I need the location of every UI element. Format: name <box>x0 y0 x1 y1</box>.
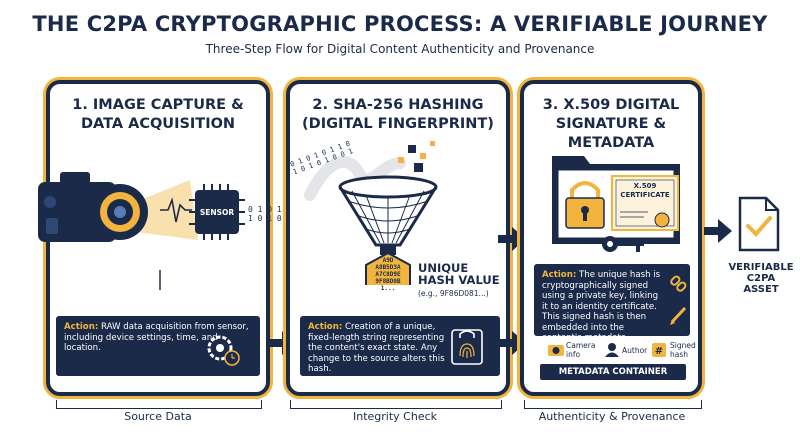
asset-label-line1: VERIFIABLE <box>728 262 794 273</box>
step-2-action-box: Action: Creation of a unique, fixed-leng… <box>300 316 500 376</box>
step-2-title: 2. SHA-256 HASHING (DIGITAL FINGERPRINT) <box>290 96 506 134</box>
hash-label-line2: HASH VALUE <box>418 273 500 287</box>
author-icon <box>605 343 619 357</box>
camera-sensor-illustration <box>38 172 245 290</box>
hex-line-3: A7C8D9E <box>375 271 401 278</box>
step-1-title: 1. IMAGE CAPTURE & DATA ACQUISITION <box>50 96 266 134</box>
step-3-footer: Authenticity & Provenance <box>538 410 686 423</box>
link-pen-icons <box>670 275 687 325</box>
asset-label: VERIFIABLE C2PA ASSET <box>726 262 796 295</box>
certificate-icon <box>611 175 679 231</box>
lock-icon <box>565 181 605 229</box>
data-blocks-icon <box>398 141 435 172</box>
hex-line-4: 9F8BD0B <box>375 278 401 285</box>
hex-line-1: A9D <box>382 257 394 264</box>
fingerprint-lock-icon <box>451 329 483 365</box>
hashing-funnel-illustration <box>304 141 438 285</box>
signal-wave <box>160 197 192 223</box>
hash-label-line1: UNIQUE <box>418 261 469 275</box>
gear-clock-icon <box>207 335 240 366</box>
meta-camera-info: Camera info <box>566 341 596 359</box>
step-1-action-box: Action: RAW data acquisition from sensor… <box>56 316 260 376</box>
step-1-footer: Source Data <box>124 410 192 423</box>
svg-text:#: # <box>655 346 663 357</box>
step-2-title-line1: 2. SHA-256 HASHING <box>312 97 484 113</box>
page-subtitle: Three-Step Flow for Digital Content Auth… <box>205 42 595 56</box>
verified-document-icon <box>738 196 780 252</box>
hash-hexagon-icon <box>365 251 411 285</box>
step-2-footer: Integrity Check <box>352 410 437 423</box>
step-3-title: 3. X.509 DIGITAL SIGNATURE & METADATA <box>524 96 698 153</box>
step-3-title-line2: SIGNATURE & METADATA <box>555 116 667 151</box>
step-2-action-text: Creation of a unique, fixed-length strin… <box>308 322 445 374</box>
certificate-text: X.509 CERTIFICATE <box>612 182 678 200</box>
step-2-bracket <box>290 400 502 409</box>
step-3-action-box: Action: The unique hash is cryptographic… <box>534 264 690 343</box>
link-icon <box>670 275 687 292</box>
signature-illustration <box>552 156 680 252</box>
arrow-right-icon <box>498 227 526 251</box>
hash-hex-text: A9D A8B5D3A A7C8D9E 9F8BD0B 1... <box>366 257 410 292</box>
step-2-title-line2: (DIGITAL FINGERPRINT) <box>302 116 494 132</box>
pen-icon <box>670 306 687 325</box>
step-1-title-line2: DATA ACQUISITION <box>80 116 236 132</box>
funnel-icon <box>338 175 438 255</box>
step-3-action-text: The unique hash is cryptographically sig… <box>542 270 661 343</box>
arrow-right-icon <box>704 219 732 243</box>
step-1-action-text: RAW data acquisition from sensor, includ… <box>64 322 249 353</box>
step-2-action-label: Action: <box>308 322 343 332</box>
camera-info-icon <box>548 345 564 356</box>
certificate-line2: CERTIFICATE <box>620 191 670 199</box>
meta-author: Author <box>622 346 648 355</box>
hex-line-2: A8B5D3A <box>375 264 401 271</box>
step-1-bracket <box>56 400 262 409</box>
key-icon <box>602 236 644 252</box>
metadata-container-bar: METADATA CONTAINER <box>540 364 686 380</box>
hex-line-5: 1... <box>380 285 396 292</box>
sensor-chip-icon <box>189 184 245 240</box>
arrow-right-icon <box>498 331 526 355</box>
signed-hash-icon: # <box>652 343 666 357</box>
sensor-label: SENSOR <box>199 208 235 217</box>
page-title: THE C2PA CRYPTOGRAPHIC PROCESS: A VERIFI… <box>32 12 768 36</box>
asset-label-line3: ASSET <box>743 284 779 295</box>
step-1-title-line1: 1. IMAGE CAPTURE & <box>72 97 244 113</box>
certificate-line1: X.509 <box>633 182 657 190</box>
meta-signed-hash: Signed hash <box>670 341 696 359</box>
asset-label-line2: C2PA <box>746 273 776 284</box>
hash-example: (e.g., 9F86D081...) <box>418 289 489 298</box>
step-3-action-label: Action: <box>542 270 577 280</box>
hash-label: UNIQUE HASH VALUE <box>418 262 500 286</box>
step-3-bracket <box>524 400 702 409</box>
step-3-title-line1: 3. X.509 DIGITAL <box>542 97 680 113</box>
camera-icon <box>38 172 148 242</box>
step-1-action-label: Action: <box>64 322 99 332</box>
metadata-icons: # <box>548 343 666 357</box>
